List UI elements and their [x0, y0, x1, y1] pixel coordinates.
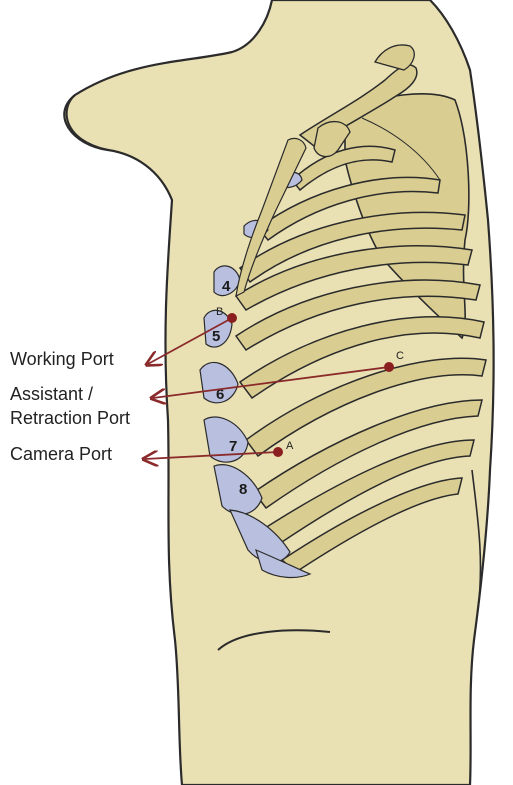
camera-port-label: Camera Port	[10, 444, 112, 464]
assistant-port-label-line1: Assistant /	[10, 384, 93, 404]
working-port-label: Working Port	[10, 349, 114, 369]
rib-number-7: 7	[229, 438, 237, 455]
assistant-port-label-line2: Retraction Port	[10, 408, 130, 428]
port-point-b	[227, 313, 237, 323]
rib-number-4: 4	[222, 278, 231, 295]
port-point-b-label: B	[216, 306, 223, 318]
port-point-a	[273, 447, 283, 457]
port-point-c	[384, 362, 394, 372]
port-point-a-label: A	[286, 440, 294, 452]
rib-number-8: 8	[239, 481, 247, 498]
rib-number-5: 5	[212, 328, 220, 345]
port-point-c-label: C	[396, 350, 404, 362]
